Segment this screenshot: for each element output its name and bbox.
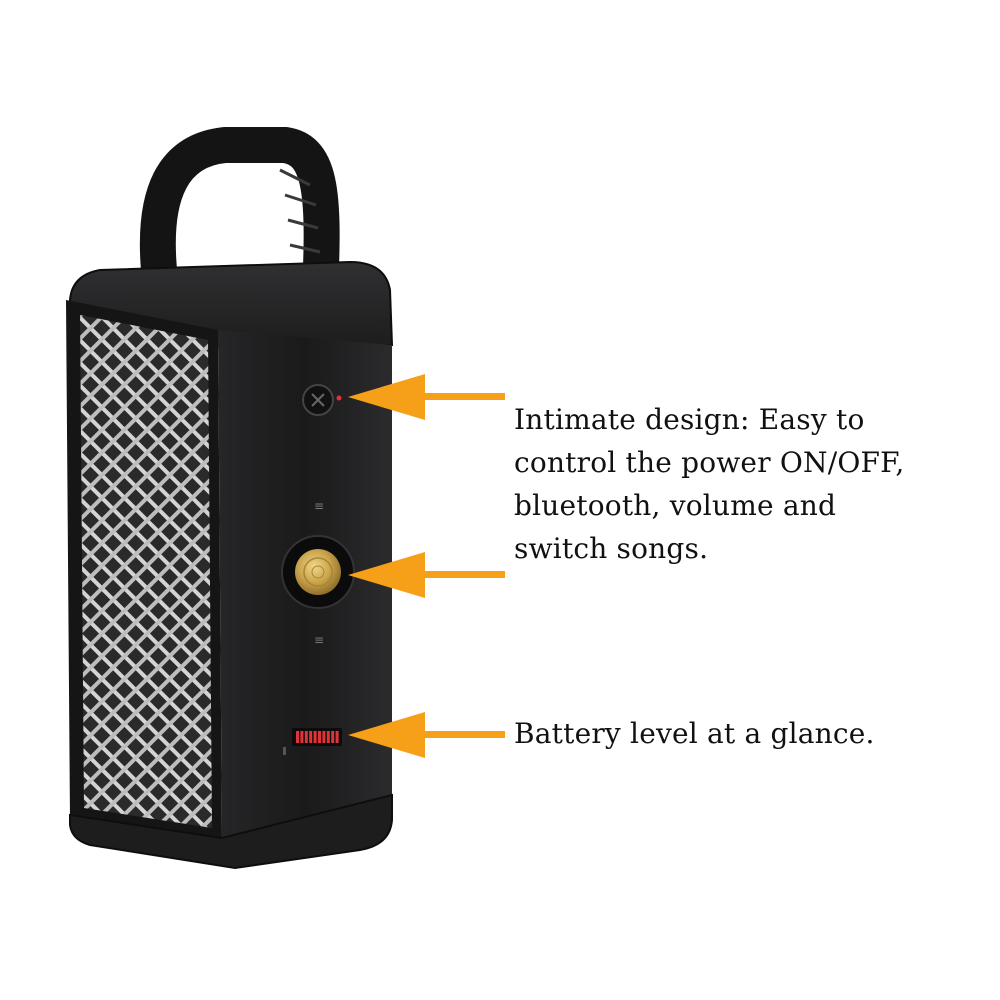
bottom-cap	[69, 793, 393, 870]
battery-segment	[300, 731, 304, 743]
battery-segment	[296, 731, 299, 743]
callout-arrows	[348, 374, 505, 758]
battery-segment	[318, 731, 321, 743]
battery-segment	[331, 731, 335, 743]
speaker-grille	[66, 300, 222, 840]
battery-segment	[335, 731, 339, 743]
battery-segment	[304, 731, 308, 743]
arrow-knob-icon	[348, 552, 505, 598]
power-button	[302, 384, 342, 416]
battery-indicator	[283, 728, 342, 755]
arrow-power-icon	[348, 374, 505, 420]
arrow-battery-icon	[348, 712, 505, 758]
callout-controls-text: Intimate design: Easy to control the pow…	[514, 403, 905, 565]
svg-text:≡: ≡	[314, 633, 324, 647]
battery-segment	[326, 731, 330, 743]
callout-battery-text: Battery level at a glance.	[514, 717, 875, 750]
svg-text:≡: ≡	[314, 499, 324, 513]
control-knob: ≡ ≡	[281, 499, 355, 647]
handle	[139, 127, 340, 308]
battery-segment	[322, 731, 326, 743]
battery-segment	[313, 731, 317, 743]
battery-segment	[309, 731, 313, 743]
